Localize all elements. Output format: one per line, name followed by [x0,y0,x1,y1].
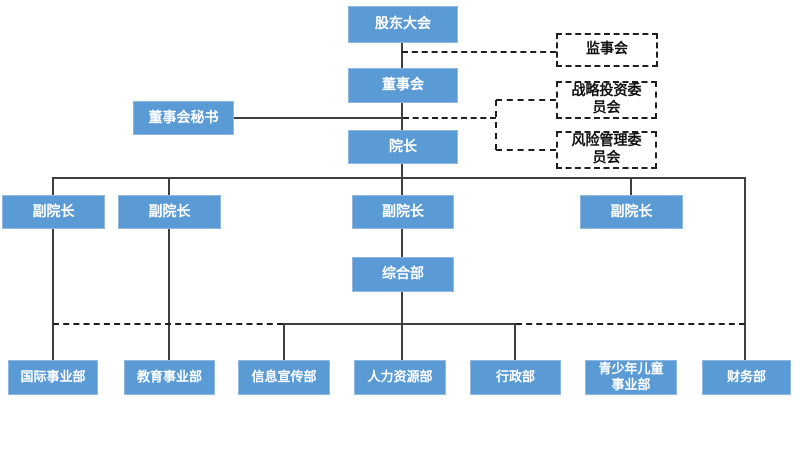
connector-dashed-committee-bracket [495,100,497,150]
node-board-secretary: 董事会秘书 [133,101,234,135]
node-risk-management-committee: 风险管理委 员会 [556,131,657,169]
node-dean: 院长 [348,130,458,164]
node-board-of-directors: 董事会 [348,68,458,103]
node-education-dept: 教育事业部 [124,360,215,395]
connector-dashed-bottom-right [516,323,745,325]
connector-vice-dean-2-down [168,229,170,360]
node-supervisory-board: 监事会 [556,33,658,67]
connector-vice-dean-3-general [401,229,403,257]
node-youth-children-dept: 青少年儿童 事业部 [585,360,677,395]
node-general-department: 综合部 [352,257,454,292]
node-admin-dept: 行政部 [470,360,561,395]
connector-drop-admin-dept [514,323,516,360]
node-info-publicity-dept: 信息宣传部 [238,360,330,395]
connector-dashed-risk [496,149,556,151]
connector-drop-vice-dean-4 [630,177,632,195]
connector-drop-vice-dean-1 [52,177,54,195]
node-shareholders-meeting: 股东大会 [348,6,458,43]
connector-dashed-strategic [496,99,556,101]
node-vice-dean-1: 副院长 [2,195,105,229]
node-international-dept: 国际事业部 [8,360,98,395]
connector-bottom-rail-solid [283,323,516,325]
connector-vice-dean-1-down [52,229,54,360]
node-vice-dean-4: 副院长 [580,195,683,229]
node-vice-dean-2: 副院长 [118,195,221,229]
connector-secretary-mainline [234,117,401,119]
node-vice-dean-3: 副院长 [352,195,454,229]
connector-drop-vice-dean-2 [168,177,170,195]
connector-dashed-committee-stub [403,117,496,119]
connector-dashed-supervisory [402,51,556,53]
node-finance-dept: 财务部 [702,360,791,395]
connector-right-finance [744,177,746,360]
node-strategic-investment-committee: 战略投资委 员会 [556,81,657,119]
node-hr-dept: 人力资源部 [354,360,446,395]
connector-vice-dean-rail [52,177,746,179]
connector-drop-vice-dean-3 [401,177,403,195]
connector-dean-split [401,164,403,179]
connector-general-down [401,292,403,360]
connector-shareholders-board [401,43,403,68]
connector-dashed-bottom-left [53,323,283,325]
connector-board-dean [401,103,403,130]
connector-drop-info-dept [283,323,285,360]
